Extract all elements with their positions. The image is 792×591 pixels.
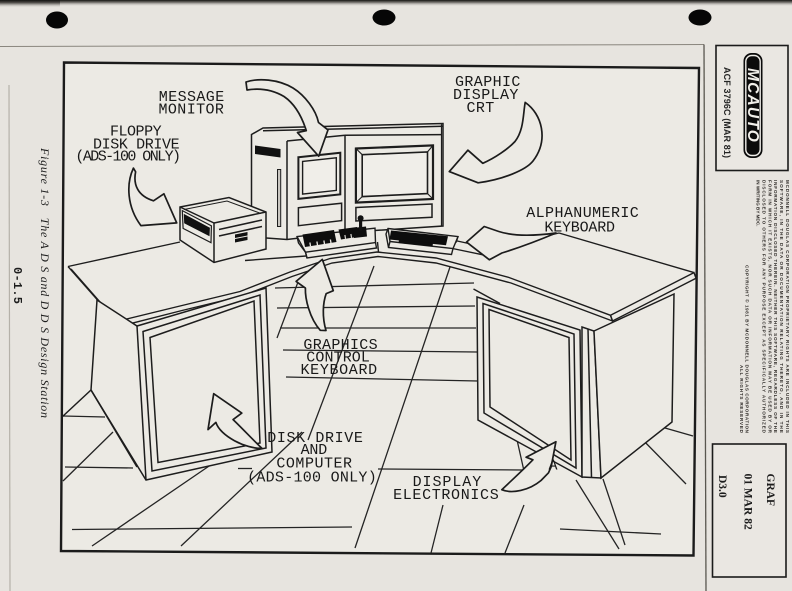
svg-text:MCDONNELL DOUGLAS CORPORATION: MCDONNELL DOUGLAS CORPORATION PROPRIETAR…	[785, 180, 790, 433]
svg-text:DISK DRIVE: DISK DRIVE	[267, 430, 363, 447]
svg-text:DISCLOSED TO OTHERS FOR ANY PU: DISCLOSED TO OTHERS FOR ANY PURPOSE EXCE…	[761, 180, 766, 434]
svg-text:DISK DRIVE: DISK DRIVE	[93, 136, 180, 153]
svg-text:GRAPHIC: GRAPHIC	[455, 74, 521, 91]
svg-text:DISPLAY: DISPLAY	[413, 474, 482, 491]
svg-text:DISPLAY: DISPLAY	[453, 87, 519, 104]
svg-text:MONITOR: MONITOR	[159, 102, 225, 119]
svg-text:FLOPPY: FLOPPY	[110, 123, 162, 140]
svg-text:0-1.5: 0-1.5	[10, 267, 24, 304]
svg-text:(ADS-100 ONLY): (ADS-100 ONLY)	[75, 149, 181, 166]
svg-text:SOFTWARE, IN THE DATA OR DOCUM: SOFTWARE, IN THE DATA OR DOCUMENTATION R…	[779, 180, 784, 433]
svg-text:COPYRIGHT © 1981 BY MCDONNELL: COPYRIGHT © 1981 BY MCDONNELL DOUGLAS CO…	[745, 265, 751, 434]
svg-text:CRT: CRT	[467, 100, 495, 117]
svg-text:GRAPHICS: GRAPHICS	[303, 337, 378, 354]
svg-text:IN WRITING BY MDC.: IN WRITING BY MDC.	[756, 180, 761, 226]
svg-text:INFORMATION DISCLOSED THEREIN.: INFORMATION DISCLOSED THEREIN. NEITHER T…	[773, 180, 778, 433]
svg-text:FORM IN WHICH IT EXISTS, NOR S: FORM IN WHICH IT EXISTS, NOR SUCH DATA O…	[767, 180, 772, 434]
svg-text:KEYBOARD: KEYBOARD	[544, 219, 615, 236]
svg-text:ACF 3796C (MAR 81): ACF 3796C (MAR 81)	[722, 67, 732, 158]
svg-text:COMPUTER: COMPUTER	[276, 456, 352, 473]
svg-text:ALPHANUMERIC: ALPHANUMERIC	[526, 205, 639, 222]
svg-text:MCAUTO: MCAUTO	[744, 68, 761, 143]
svg-text:MESSAGE: MESSAGE	[159, 89, 225, 106]
svg-text:A: A	[549, 458, 558, 475]
svg-text:KEYBOARD: KEYBOARD	[301, 362, 378, 379]
svg-text:01 MAR 82: 01 MAR 82	[742, 474, 754, 530]
svg-text:GRAF: GRAF	[764, 474, 776, 507]
svg-text:CONTROL: CONTROL	[306, 350, 370, 367]
svg-text:(ADS-100 ONLY): (ADS-100 ONLY)	[247, 470, 377, 487]
svg-text:ALL RIGHTS RESERVED: ALL RIGHTS RESERVED	[739, 365, 744, 434]
svg-text:AND: AND	[301, 442, 328, 459]
svg-text:ELECTRONICS: ELECTRONICS	[393, 487, 499, 504]
svg-text:D3.0: D3.0	[716, 475, 728, 498]
svg-text:Figure 1-3 The A D S and D D: Figure 1-3 The A D S and D D S Design St…	[38, 147, 52, 418]
